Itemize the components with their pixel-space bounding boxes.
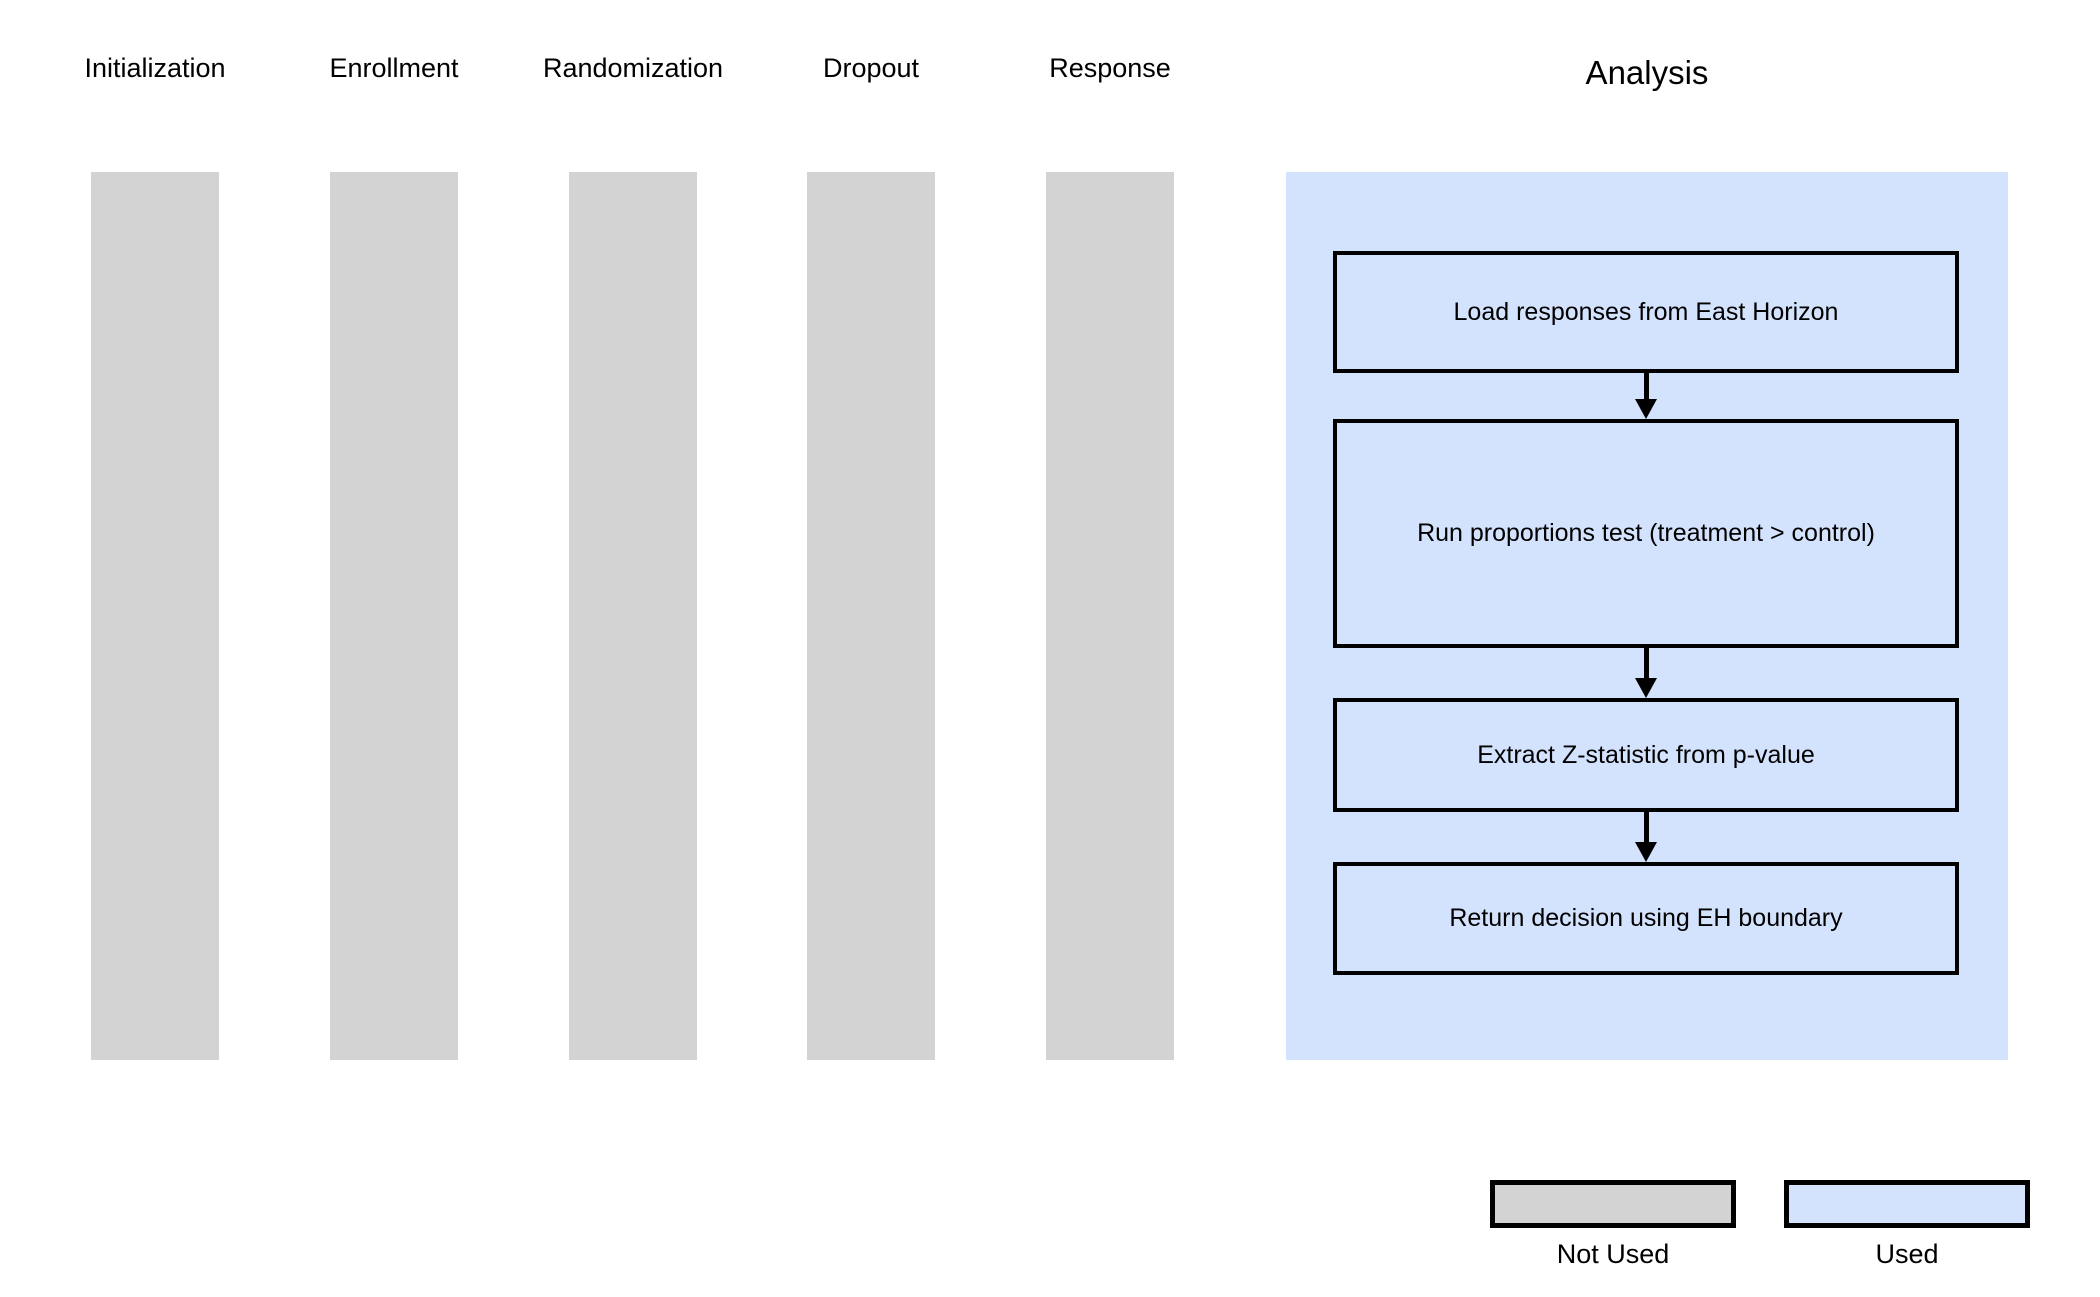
arrow-head-icon xyxy=(1635,842,1657,862)
legend: Not Used Used xyxy=(1490,1180,2030,1290)
legend-swatch-not-used xyxy=(1490,1180,1736,1228)
analysis-step-4-label: Return decision using EH boundary xyxy=(1449,904,1843,933)
stage-label-enrollment: Enrollment xyxy=(329,53,459,83)
stage-column-initialization xyxy=(91,172,219,1060)
arrow-step1-to-step2 xyxy=(1623,373,1669,419)
legend-item-not-used: Not Used xyxy=(1490,1180,1736,1268)
analysis-step-1-label: Load responses from East Horizon xyxy=(1453,297,1839,326)
legend-item-used: Used xyxy=(1784,1180,2030,1268)
analysis-step-2-label: Run proportions test (treatment > contro… xyxy=(1417,519,1875,548)
analysis-step-load-responses: Load responses from East Horizon xyxy=(1333,251,1959,373)
analysis-step-run-proportions-test: Run proportions test (treatment > contro… xyxy=(1333,419,1959,648)
analysis-title: Analysis xyxy=(1585,54,1709,91)
arrow-step3-to-step4 xyxy=(1623,812,1669,862)
stage-label-randomization: Randomization xyxy=(542,53,724,83)
analysis-step-3-label: Extract Z-statistic from p-value xyxy=(1477,740,1815,769)
stage-column-dropout xyxy=(807,172,935,1060)
stage-label-response: Response xyxy=(1049,53,1171,83)
arrow-step2-to-step3 xyxy=(1623,648,1669,698)
arrow-head-icon xyxy=(1635,678,1657,698)
analysis-step-extract-z-statistic: Extract Z-statistic from p-value xyxy=(1333,698,1959,812)
legend-swatch-used xyxy=(1784,1180,2030,1228)
arrow-head-icon xyxy=(1635,399,1657,419)
stage-column-enrollment xyxy=(330,172,458,1060)
arrow-shaft xyxy=(1643,648,1649,682)
arrow-shaft xyxy=(1643,812,1649,846)
legend-label-not-used: Not Used xyxy=(1556,1239,1670,1269)
legend-label-used: Used xyxy=(1875,1239,1939,1269)
stage-column-randomization xyxy=(569,172,697,1060)
stage-label-dropout: Dropout xyxy=(822,53,920,83)
analysis-step-return-decision: Return decision using EH boundary xyxy=(1333,862,1959,975)
stage-column-response xyxy=(1046,172,1174,1060)
stage-label-initialization: Initialization xyxy=(84,53,226,83)
arrow-shaft xyxy=(1643,373,1649,403)
